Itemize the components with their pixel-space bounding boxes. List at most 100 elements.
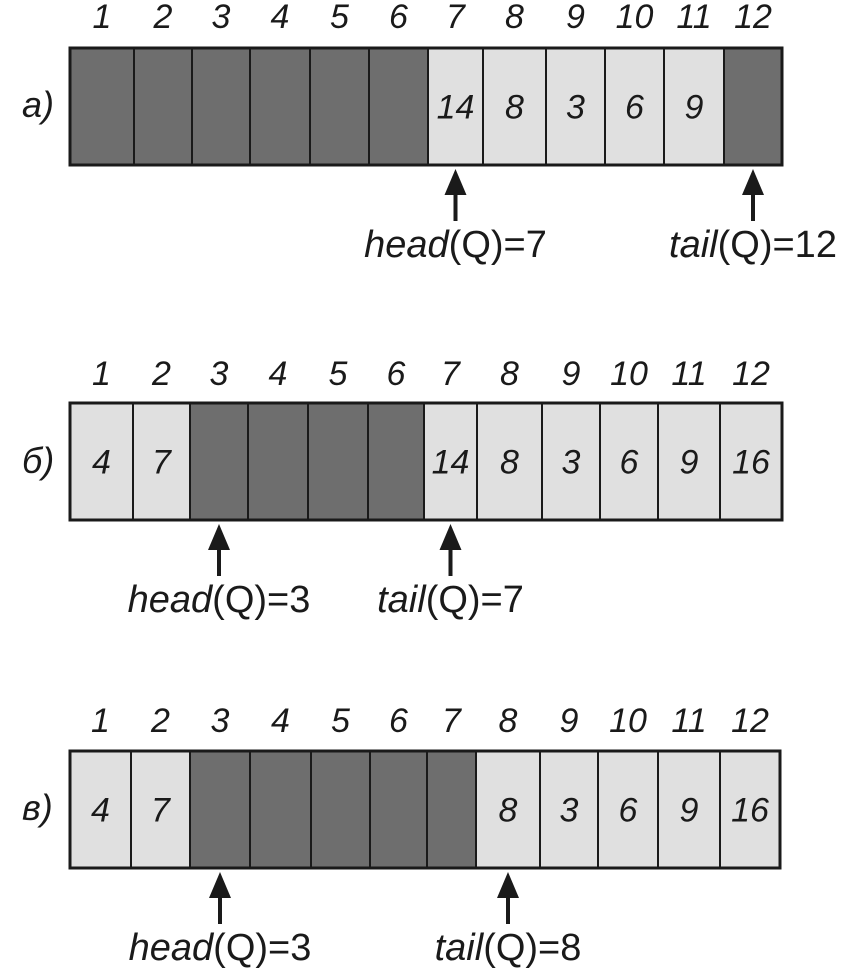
queue-cell: [249, 750, 312, 869]
cell-index: 12: [732, 355, 770, 393]
cell-index: 7: [442, 702, 462, 740]
cell-index: 10: [609, 702, 647, 740]
cell-index: 10: [610, 355, 648, 393]
cell-index: 3: [211, 702, 230, 740]
cell-value: 9: [680, 792, 699, 830]
tail-pointer-label: tail(Q)=8: [435, 927, 582, 969]
pointer-value: (Q)=3: [213, 927, 311, 969]
head-pointer-label: head(Q)=7: [364, 224, 547, 266]
cell-index: 6: [389, 702, 408, 740]
queue-cell: [719, 750, 781, 869]
queue-cell: [307, 402, 369, 521]
queue-array-border: [68, 401, 784, 522]
cell-index: 1: [91, 702, 110, 740]
cell-value: 3: [562, 444, 581, 482]
cell-index: 11: [671, 355, 706, 393]
queue-cell: [189, 402, 249, 521]
cell-index: 3: [210, 355, 229, 393]
cell-index: 7: [446, 0, 466, 36]
queue-array-border: [68, 749, 782, 870]
queue-cell: [475, 750, 541, 869]
cell-value: 9: [685, 89, 704, 127]
cell-index: 6: [387, 355, 406, 393]
cell-index: 5: [331, 702, 350, 740]
panel-label: в): [22, 787, 53, 828]
head-arrow-icon: [444, 169, 467, 221]
cell-index: 4: [271, 0, 290, 36]
cell-index: 9: [562, 355, 581, 393]
cell-value: 3: [560, 792, 579, 830]
queue-cell: [482, 47, 547, 166]
pointer-value: (Q)=8: [483, 927, 581, 969]
cell-index: 4: [271, 702, 290, 740]
cell-index: 9: [566, 0, 585, 36]
cell-index: 10: [616, 0, 654, 36]
queue-cell: [476, 402, 543, 521]
cell-value: 14: [432, 444, 470, 482]
cell-index: 5: [330, 0, 349, 36]
arrow-head: [439, 524, 462, 550]
cell-index: 12: [731, 702, 769, 740]
cell-value: 8: [505, 89, 524, 127]
tail-arrow-icon: [497, 872, 519, 924]
pointer-name: tail: [435, 927, 485, 969]
cell-index: 6: [389, 0, 408, 36]
cell-value: 8: [499, 792, 518, 830]
pointer-name: head: [364, 224, 450, 266]
cell-index: 8: [499, 702, 518, 740]
queue-cell: [309, 47, 370, 166]
queue-cell: [367, 402, 425, 521]
cell-value: 16: [732, 444, 770, 482]
cell-index: 12: [734, 0, 772, 36]
tail-arrow-icon: [742, 169, 764, 221]
queue-cell: [657, 402, 721, 521]
cell-index: 1: [93, 0, 112, 36]
cell-value: 4: [91, 792, 110, 830]
arrow-head: [209, 872, 231, 898]
queue-cell: [133, 47, 193, 166]
cell-value: 6: [625, 89, 644, 127]
cell-index: 11: [676, 0, 711, 36]
cell-value: 7: [151, 792, 171, 830]
cell-index: 2: [153, 0, 173, 36]
cell-index: 1: [92, 355, 111, 393]
panel-label: а): [22, 84, 54, 125]
cell-value: 16: [731, 792, 769, 830]
cell-index: 5: [329, 355, 348, 393]
cell-index: 4: [269, 355, 288, 393]
queue-array-border: [68, 46, 784, 167]
queue-cell: [189, 750, 251, 869]
cell-value: 8: [500, 444, 519, 482]
tail-pointer-label: tail(Q)=7: [377, 579, 524, 621]
pointer-name: tail: [377, 579, 427, 621]
queue-cell: [426, 750, 477, 869]
cell-index: 8: [505, 0, 524, 36]
head-pointer-label: head(Q)=3: [128, 579, 311, 621]
cell-value: 14: [437, 89, 475, 127]
cell-index: 8: [500, 355, 519, 393]
pointer-value: (Q)=3: [212, 579, 310, 621]
queue-cell: [539, 750, 599, 869]
arrow-head: [208, 524, 230, 550]
cell-index: 2: [150, 702, 170, 740]
cell-index: 2: [151, 355, 171, 393]
tail-arrow-icon: [439, 524, 462, 576]
pointer-name: tail: [669, 224, 719, 266]
cell-value: 4: [92, 444, 111, 482]
cell-index: 7: [441, 355, 461, 393]
queue-cell: [69, 750, 132, 869]
queue-cell: [69, 47, 135, 166]
arrow-head: [497, 872, 519, 898]
queue-cell: [249, 47, 311, 166]
queue-cell: [368, 47, 429, 166]
queue-cell: [427, 47, 484, 166]
cell-value: 6: [620, 444, 639, 482]
head-arrow-icon: [208, 524, 230, 576]
panel-label: б): [22, 440, 54, 481]
cell-value: 7: [152, 444, 172, 482]
queue-cell: [369, 750, 428, 869]
cell-value: 3: [566, 89, 585, 127]
